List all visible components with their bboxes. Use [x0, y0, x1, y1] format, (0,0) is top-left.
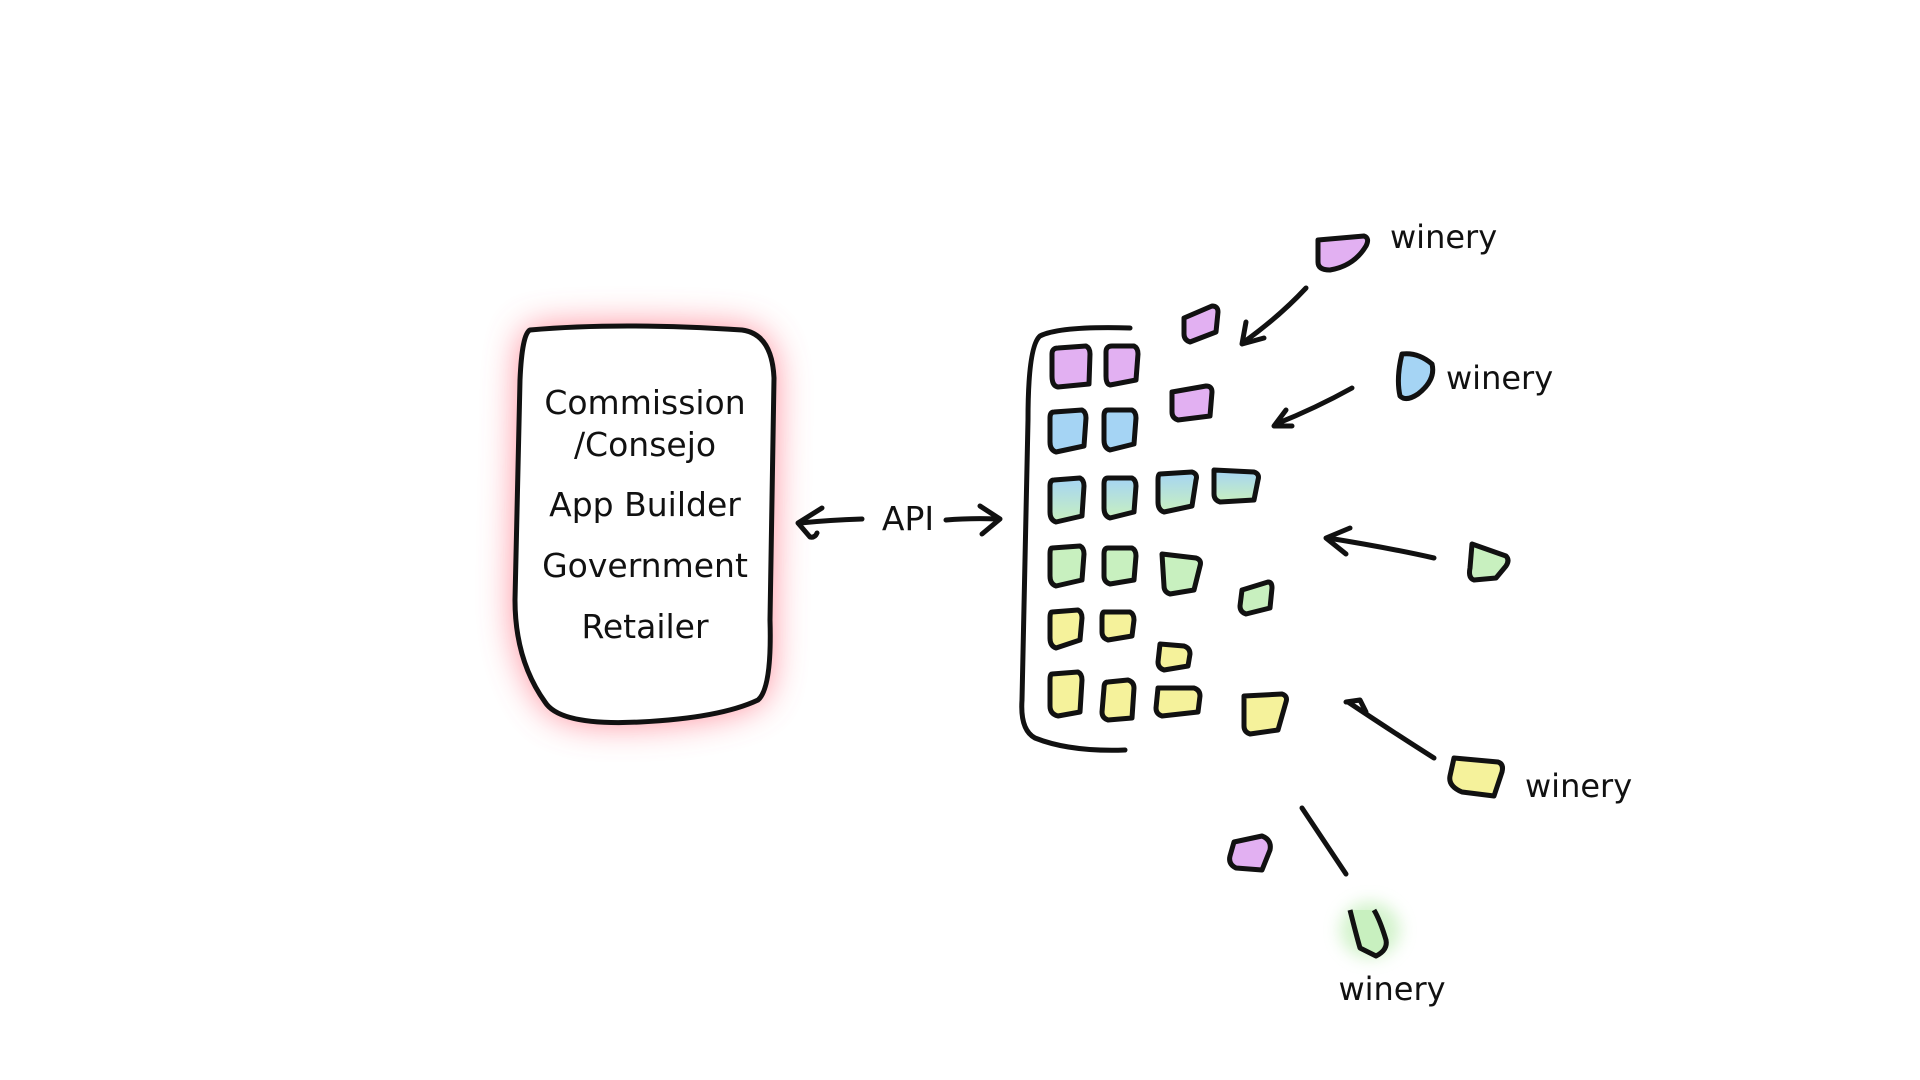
data-tile	[1155, 641, 1193, 673]
winery-3-glyph	[1467, 541, 1511, 583]
stakeholder-box: Commission /Consejo App Builder Governme…	[512, 323, 777, 726]
winery-5-glyph	[1347, 908, 1389, 959]
api-arrow-left-line	[797, 516, 865, 526]
winery-4-arrowhead	[1343, 697, 1369, 715]
winery-1-arrow	[1241, 285, 1309, 345]
winery-4-label: winery	[1525, 767, 1632, 805]
stakeholder-line-consejo: /Consejo	[574, 425, 716, 464]
winery-5-arrow	[1299, 805, 1349, 877]
platform-bracket	[1019, 325, 1133, 753]
data-tile	[1153, 685, 1203, 719]
data-tile	[1099, 609, 1137, 643]
api-arrow-left-head	[795, 505, 825, 540]
winery-2-arrowhead	[1271, 407, 1295, 429]
winery-sources: winery winery winery winery	[1239, 218, 1632, 1008]
api-label: API	[882, 499, 934, 538]
data-tile	[1101, 407, 1139, 453]
winery-2-glyph	[1395, 351, 1436, 402]
data-tile	[1103, 343, 1141, 388]
data-tile	[1211, 467, 1261, 505]
api-arrow-right-line	[943, 516, 1001, 523]
winery-1-label: winery	[1390, 218, 1497, 256]
data-tile	[1101, 545, 1139, 587]
data-tile	[1237, 579, 1275, 617]
winery-3-arrowhead	[1323, 525, 1353, 557]
stakeholder-line-government: Government	[542, 546, 748, 585]
stakeholder-line-app-builder: App Builder	[549, 485, 741, 524]
data-tile	[1159, 551, 1203, 597]
winery-2-arrow	[1273, 385, 1355, 427]
incoming-tile-purple	[1181, 303, 1221, 345]
stakeholder-box-outline	[512, 323, 777, 726]
incoming-tiles	[1169, 303, 1273, 873]
data-tiles	[1047, 343, 1289, 737]
data-tile	[1099, 677, 1137, 723]
winery-2-label: winery	[1446, 359, 1553, 397]
data-tile	[1047, 607, 1085, 651]
data-tile	[1047, 543, 1087, 589]
api-arrow-right-head	[977, 503, 1003, 537]
winery-3-arrow	[1325, 535, 1437, 561]
winery-1-glyph	[1315, 233, 1371, 273]
api-connector: API	[795, 499, 1003, 540]
data-tile	[1155, 469, 1199, 515]
stakeholder-line-retailer: Retailer	[581, 607, 709, 646]
winery-5-label: winery	[1338, 970, 1445, 1008]
winery-1-arrowhead	[1239, 319, 1267, 347]
data-tile	[1241, 691, 1289, 737]
data-tile	[1047, 669, 1085, 719]
stakeholder-line-commission: Commission	[544, 383, 745, 422]
data-tile	[1047, 475, 1087, 525]
data-tile	[1047, 407, 1089, 455]
incoming-tile-purple	[1227, 833, 1273, 873]
incoming-tile-purple	[1169, 383, 1215, 423]
winery-4-glyph	[1447, 755, 1505, 799]
data-tile	[1049, 343, 1093, 390]
data-tile	[1101, 475, 1139, 521]
winery-4-arrow	[1345, 699, 1437, 761]
